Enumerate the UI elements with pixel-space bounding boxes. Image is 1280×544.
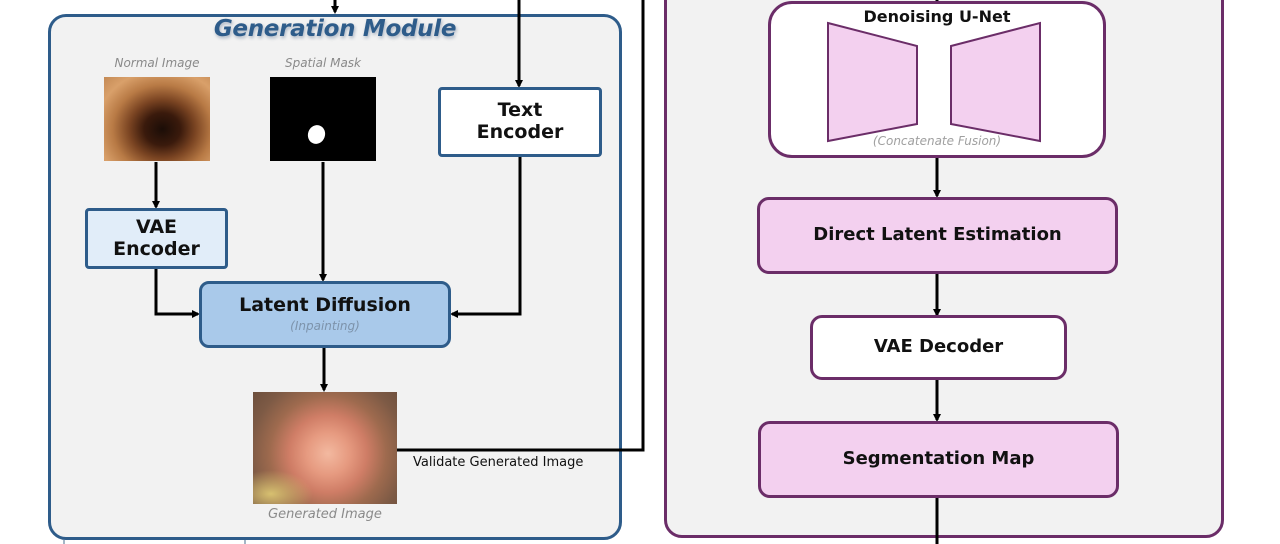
vae-encoder-line2: Encoder — [113, 237, 200, 260]
latent-diffusion-box: Latent Diffusion (Inpainting) — [199, 281, 451, 348]
unet-decoder-trapezoid — [950, 21, 1041, 143]
unet-title: Denoising U-Net — [863, 7, 1011, 26]
segmentation-map-label: Segmentation Map — [842, 448, 1035, 470]
text-encoder-box: Text Encoder — [438, 87, 602, 157]
spatial-mask-image — [270, 77, 376, 161]
generated-image-caption: Generated Image — [268, 507, 382, 522]
direct-latent-estimation-label: Direct Latent Estimation — [813, 224, 1062, 246]
denoising-unet-box — [768, 1, 1106, 158]
direct-latent-estimation-box: Direct Latent Estimation — [757, 197, 1118, 274]
latent-diffusion-title: Latent Diffusion — [239, 294, 411, 317]
validate-generated-image-label: Validate Generated Image — [413, 455, 584, 470]
normal-image — [104, 77, 210, 161]
normal-image-caption: Normal Image — [114, 56, 200, 70]
text-encoder-line1: Text — [497, 99, 543, 122]
generated-image-detail — [253, 470, 313, 504]
unet-subtitle: (Concatenate Fusion) — [872, 134, 1002, 148]
vae-decoder-box: VAE Decoder — [810, 315, 1067, 380]
generation-module-title: Generation Module — [213, 16, 457, 42]
vae-encoder-box: VAE Encoder — [85, 208, 228, 269]
vae-encoder-line1: VAE — [135, 215, 178, 238]
unet-shape — [827, 21, 1041, 143]
text-encoder-line2: Encoder — [476, 121, 564, 143]
segmentation-map-box: Segmentation Map — [758, 421, 1119, 498]
unet-encoder-trapezoid — [827, 21, 918, 143]
latent-diffusion-subtitle: (Inpainting) — [290, 319, 360, 334]
spatial-mask-caption: Spatial Mask — [284, 56, 362, 70]
vae-decoder-label: VAE Decoder — [873, 336, 1004, 358]
